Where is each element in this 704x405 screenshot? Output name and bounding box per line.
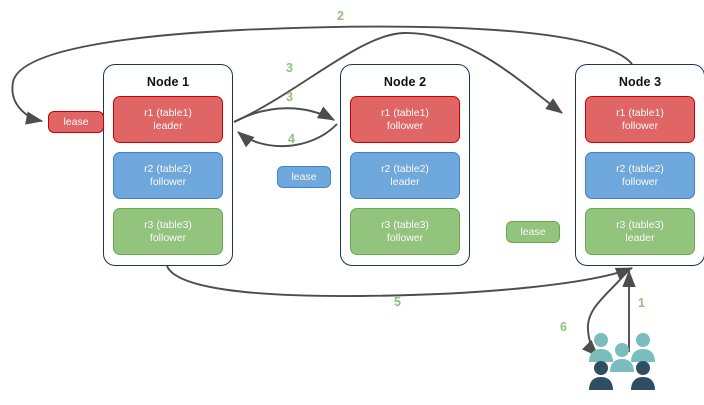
replica-r3[interactable]: r3 (table3) follower [113,208,223,255]
node-title: Node 2 [383,75,427,89]
step-label-6: 6 [560,320,567,334]
replica-name: r2 (table2) [381,162,429,175]
replica-name: r3 (table3) [144,218,192,231]
replica-list: r1 (table1) follower r2 (table2) leader … [341,96,469,255]
replica-role: follower [386,119,424,132]
step-label-1: 1 [638,296,645,310]
node-card-node-1[interactable]: Node 1 r1 (table1) leader r2 (table2) fo… [103,64,233,266]
replica-role: follower [621,175,659,188]
replica-name: r2 (table2) [616,162,664,175]
replica-list: r1 (table1) leader r2 (table2) follower … [104,96,232,255]
node-card-node-2[interactable]: Node 2 r1 (table1) follower r2 (table2) … [340,64,470,266]
replica-name: r1 (table1) [144,106,192,119]
replica-r3[interactable]: r3 (table3) follower [350,208,460,255]
replica-role: leader [390,175,420,188]
node-title: Node 1 [146,75,190,89]
replica-name: r1 (table1) [616,106,664,119]
replica-r1[interactable]: r1 (table1) leader [113,96,223,143]
node-title: Node 3 [618,75,662,89]
node-card-node-3[interactable]: Node 3 r1 (table1) follower r2 (table2) … [575,64,704,266]
arrow-step-5 [166,265,634,298]
replica-name: r3 (table3) [381,218,429,231]
replica-r2[interactable]: r2 (table2) follower [113,152,223,199]
lease-badge-table1[interactable]: lease [48,111,104,133]
replica-role: follower [149,175,187,188]
replica-r2[interactable]: r2 (table2) leader [350,152,460,199]
replica-role: follower [386,231,424,244]
step-label-5: 5 [394,295,401,309]
replica-r1[interactable]: r1 (table1) follower [350,96,460,143]
step-label-3-upper: 3 [286,61,293,75]
replica-role: follower [621,119,659,132]
replica-list: r1 (table1) follower r2 (table2) followe… [576,96,704,255]
step-label-2: 2 [337,9,344,23]
step-label-3-lower: 3 [286,90,293,104]
step-label-4: 4 [288,132,295,146]
lease-badge-table3[interactable]: lease [506,221,560,243]
replica-role: leader [153,119,183,132]
replica-r3[interactable]: r3 (table3) leader [585,208,695,255]
lease-badge-table2[interactable]: lease [277,166,331,188]
replica-name: r2 (table2) [144,162,192,175]
replica-r1[interactable]: r1 (table1) follower [585,96,695,143]
replica-name: r1 (table1) [381,106,429,119]
people-group-icon [589,333,655,390]
replica-name: r3 (table3) [616,218,664,231]
arrow-step-3-to-node2 [233,106,335,123]
replica-r2[interactable]: r2 (table2) follower [585,152,695,199]
replica-role: follower [149,231,187,244]
replica-role: leader [625,231,655,244]
